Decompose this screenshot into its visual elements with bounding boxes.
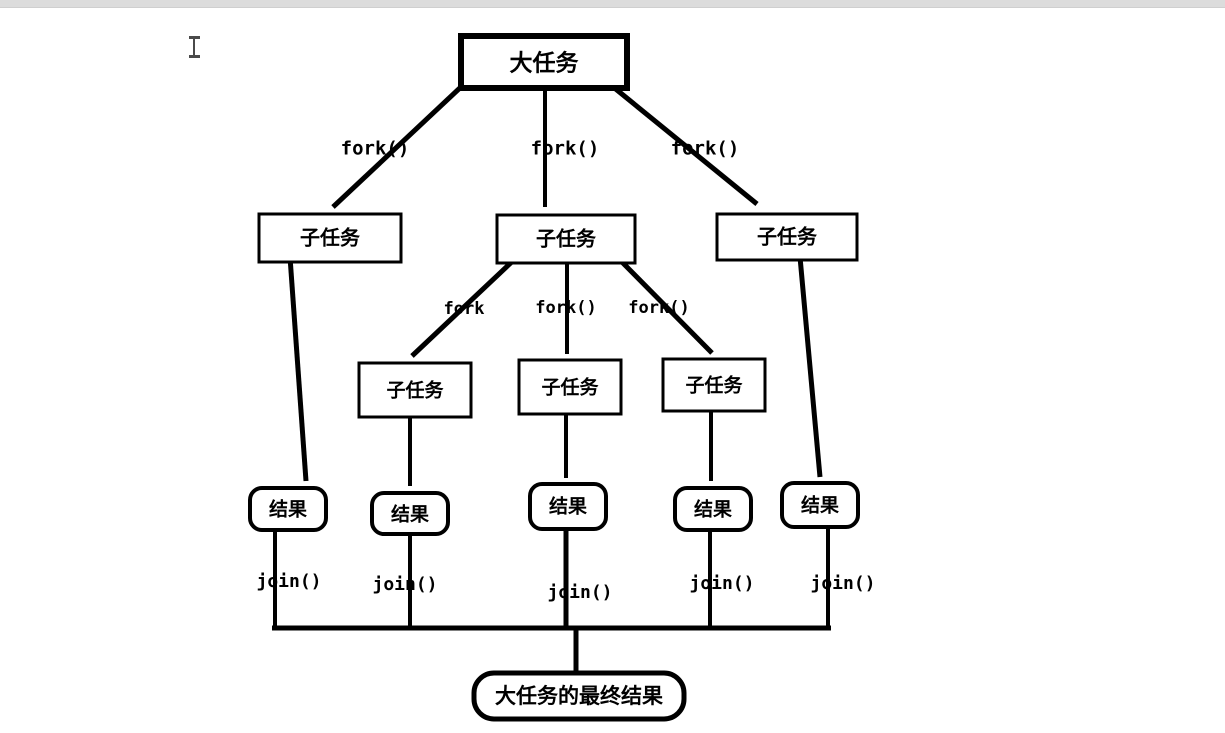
result-5-box[interactable] [780, 481, 860, 529]
node-result-3[interactable]: 结果 [528, 482, 608, 531]
node-big-task[interactable]: 大任务 [458, 33, 630, 91]
node-subtask-6[interactable]: 子任务 [661, 357, 767, 413]
edge-root-to-subtask-1 [331, 84, 464, 209]
subtask-3-label: 子任务 [757, 225, 818, 249]
node-result-5[interactable]: 结果 [780, 481, 860, 529]
subtask-6-box[interactable] [661, 357, 767, 413]
final-result-box[interactable] [471, 670, 687, 722]
result-2-label: 结果 [391, 503, 429, 526]
forkjoin-diagram-svg: 大任务 子任务 子任务 子任务 子任务 子任务 [248, 33, 876, 722]
subtask-1-box[interactable] [257, 212, 403, 264]
result-1-label: 结果 [269, 498, 307, 521]
big-task-box[interactable] [458, 33, 630, 91]
window-chrome-strip [0, 0, 1225, 8]
edges-root-to-level2 [331, 84, 759, 209]
fork-label-6: fork() [628, 298, 689, 318]
node-result-2[interactable]: 结果 [370, 491, 450, 536]
result-3-label: 结果 [549, 495, 587, 518]
subtask-1-label: 子任务 [300, 226, 361, 250]
big-task-label: 大任务 [510, 50, 580, 77]
fork-label-4: fork [444, 299, 485, 319]
node-result-4[interactable]: 结果 [673, 486, 753, 532]
subtask-6-label: 子任务 [685, 374, 743, 397]
join-label-2: join() [372, 574, 437, 595]
join-label-3: join() [547, 582, 612, 603]
edge-subtask3-to-result-5 [797, 256, 823, 478]
edge-subtask2-to-subtask-4 [410, 255, 519, 358]
edge-root-to-subtask-3 [610, 84, 759, 206]
result-1-box[interactable] [248, 486, 328, 532]
node-subtask-4[interactable]: 子任务 [357, 361, 473, 419]
fork-label-2: fork() [531, 138, 600, 160]
fork-label-5: fork() [535, 298, 596, 318]
subtask-4-label: 子任务 [386, 379, 444, 402]
subtask-3-box[interactable] [715, 212, 859, 262]
subtask-2-box[interactable] [495, 213, 637, 265]
result-4-box[interactable] [673, 486, 753, 532]
subtask-5-label: 子任务 [541, 376, 599, 399]
node-subtask-1[interactable]: 子任务 [257, 212, 403, 264]
fork-label-3: fork() [671, 138, 740, 160]
fork-label-1: fork() [341, 138, 410, 160]
edge-subtask1-to-result-1 [287, 256, 309, 482]
edges-to-results [287, 256, 823, 486]
result-4-label: 结果 [694, 498, 732, 521]
join-label-4: join() [689, 573, 754, 594]
node-final-result[interactable]: 大任务的最终结果 [471, 670, 687, 722]
result-2-box[interactable] [370, 491, 450, 536]
edges-level2-to-level3 [410, 255, 714, 358]
node-subtask-3[interactable]: 子任务 [715, 212, 859, 262]
node-subtask-5[interactable]: 子任务 [517, 358, 623, 416]
final-result-label: 大任务的最终结果 [495, 684, 663, 708]
subtask-5-box[interactable] [517, 358, 623, 416]
edges-results-to-join-bus [272, 528, 831, 676]
subtask-2-label: 子任务 [536, 227, 597, 251]
join-label-5: join() [810, 573, 875, 594]
diagram-canvas: 大任务 子任务 子任务 子任务 子任务 子任务 [0, 8, 1225, 733]
edge-subtask2-to-subtask-6 [615, 255, 714, 355]
node-result-1[interactable]: 结果 [248, 486, 328, 532]
subtask-4-box[interactable] [357, 361, 473, 419]
result-3-box[interactable] [528, 482, 608, 531]
result-5-label: 结果 [801, 494, 839, 517]
join-label-1: join() [256, 571, 321, 592]
node-subtask-2[interactable]: 子任务 [495, 213, 637, 265]
